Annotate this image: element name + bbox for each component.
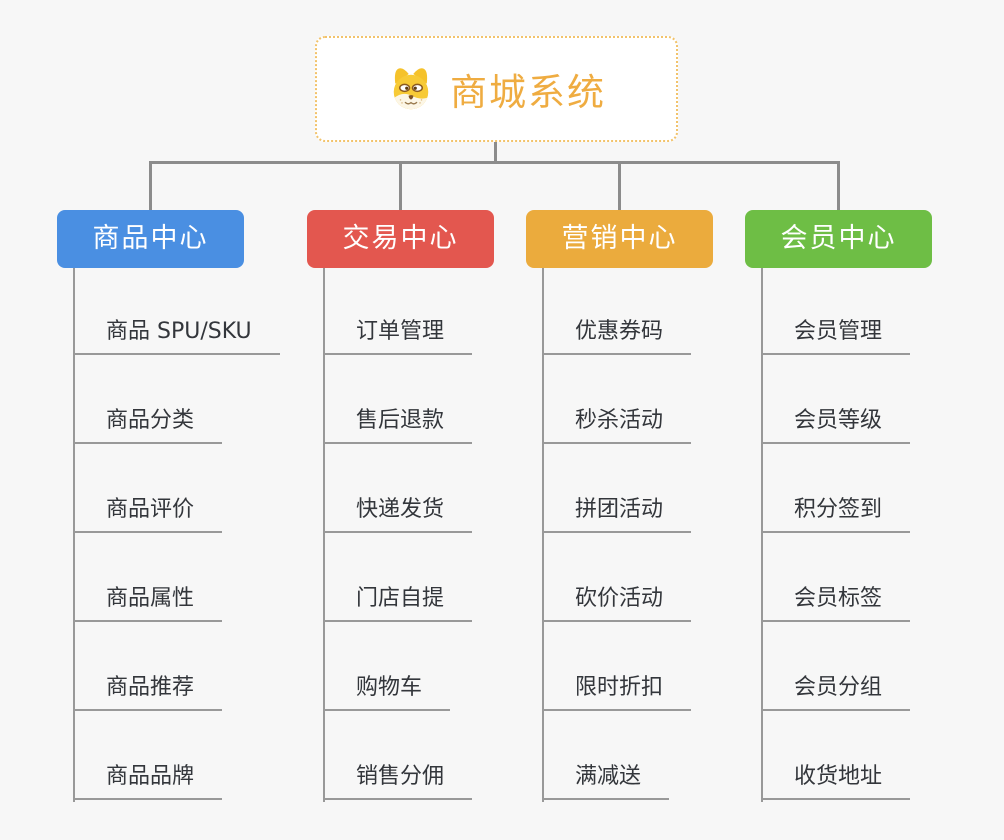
root-node[interactable]: 商城系统: [315, 36, 678, 142]
leaf-item-trade-center-6[interactable]: 销售分佣: [323, 764, 473, 800]
leaf-item-product-center-3[interactable]: 商品评价: [73, 497, 223, 533]
root-title: 商城系统: [450, 71, 606, 114]
leaf-item-product-center-4[interactable]: 商品属性: [73, 586, 223, 622]
branch-drop-connector: [837, 161, 840, 210]
leaf-item-product-center-1[interactable]: 商品 SPU/SKU: [73, 319, 280, 355]
branch-drop-connector: [149, 161, 152, 210]
branch-column-connector: [73, 268, 75, 802]
leaf-item-marketing-center-4[interactable]: 砍价活动: [542, 586, 692, 622]
dog-face-icon: [387, 65, 435, 113]
leaf-item-product-center-6[interactable]: 商品品牌: [73, 764, 223, 800]
leaf-item-trade-center-5[interactable]: 购物车: [323, 675, 451, 711]
leaf-item-trade-center-2[interactable]: 售后退款: [323, 408, 473, 444]
leaf-item-trade-center-3[interactable]: 快递发货: [323, 497, 473, 533]
branch-column-connector: [542, 268, 544, 802]
leaf-item-member-center-5[interactable]: 会员分组: [761, 675, 911, 711]
leaf-item-product-center-2[interactable]: 商品分类: [73, 408, 223, 444]
branch-column-connector: [761, 268, 763, 802]
leaf-item-marketing-center-2[interactable]: 秒杀活动: [542, 408, 692, 444]
branch-header-marketing-center[interactable]: 营销中心: [526, 210, 713, 268]
branch-drop-connector: [399, 161, 402, 210]
leaf-item-member-center-4[interactable]: 会员标签: [761, 586, 911, 622]
branch-column-connector: [323, 268, 325, 802]
leaf-item-trade-center-1[interactable]: 订单管理: [323, 319, 473, 355]
leaf-item-marketing-center-5[interactable]: 限时折扣: [542, 675, 692, 711]
branch-bus-connector: [149, 161, 840, 164]
leaf-item-product-center-5[interactable]: 商品推荐: [73, 675, 223, 711]
branch-header-trade-center[interactable]: 交易中心: [307, 210, 494, 268]
branch-header-member-center[interactable]: 会员中心: [745, 210, 932, 268]
leaf-item-member-center-2[interactable]: 会员等级: [761, 408, 911, 444]
leaf-item-member-center-6[interactable]: 收货地址: [761, 764, 911, 800]
leaf-item-trade-center-4[interactable]: 门店自提: [323, 586, 473, 622]
branch-header-product-center[interactable]: 商品中心: [57, 210, 244, 268]
leaf-item-marketing-center-1[interactable]: 优惠券码: [542, 319, 692, 355]
leaf-item-member-center-1[interactable]: 会员管理: [761, 319, 911, 355]
root-drop-connector: [494, 142, 497, 164]
leaf-item-member-center-3[interactable]: 积分签到: [761, 497, 911, 533]
branch-drop-connector: [618, 161, 621, 210]
leaf-item-marketing-center-3[interactable]: 拼团活动: [542, 497, 692, 533]
leaf-item-marketing-center-6[interactable]: 满减送: [542, 764, 670, 800]
